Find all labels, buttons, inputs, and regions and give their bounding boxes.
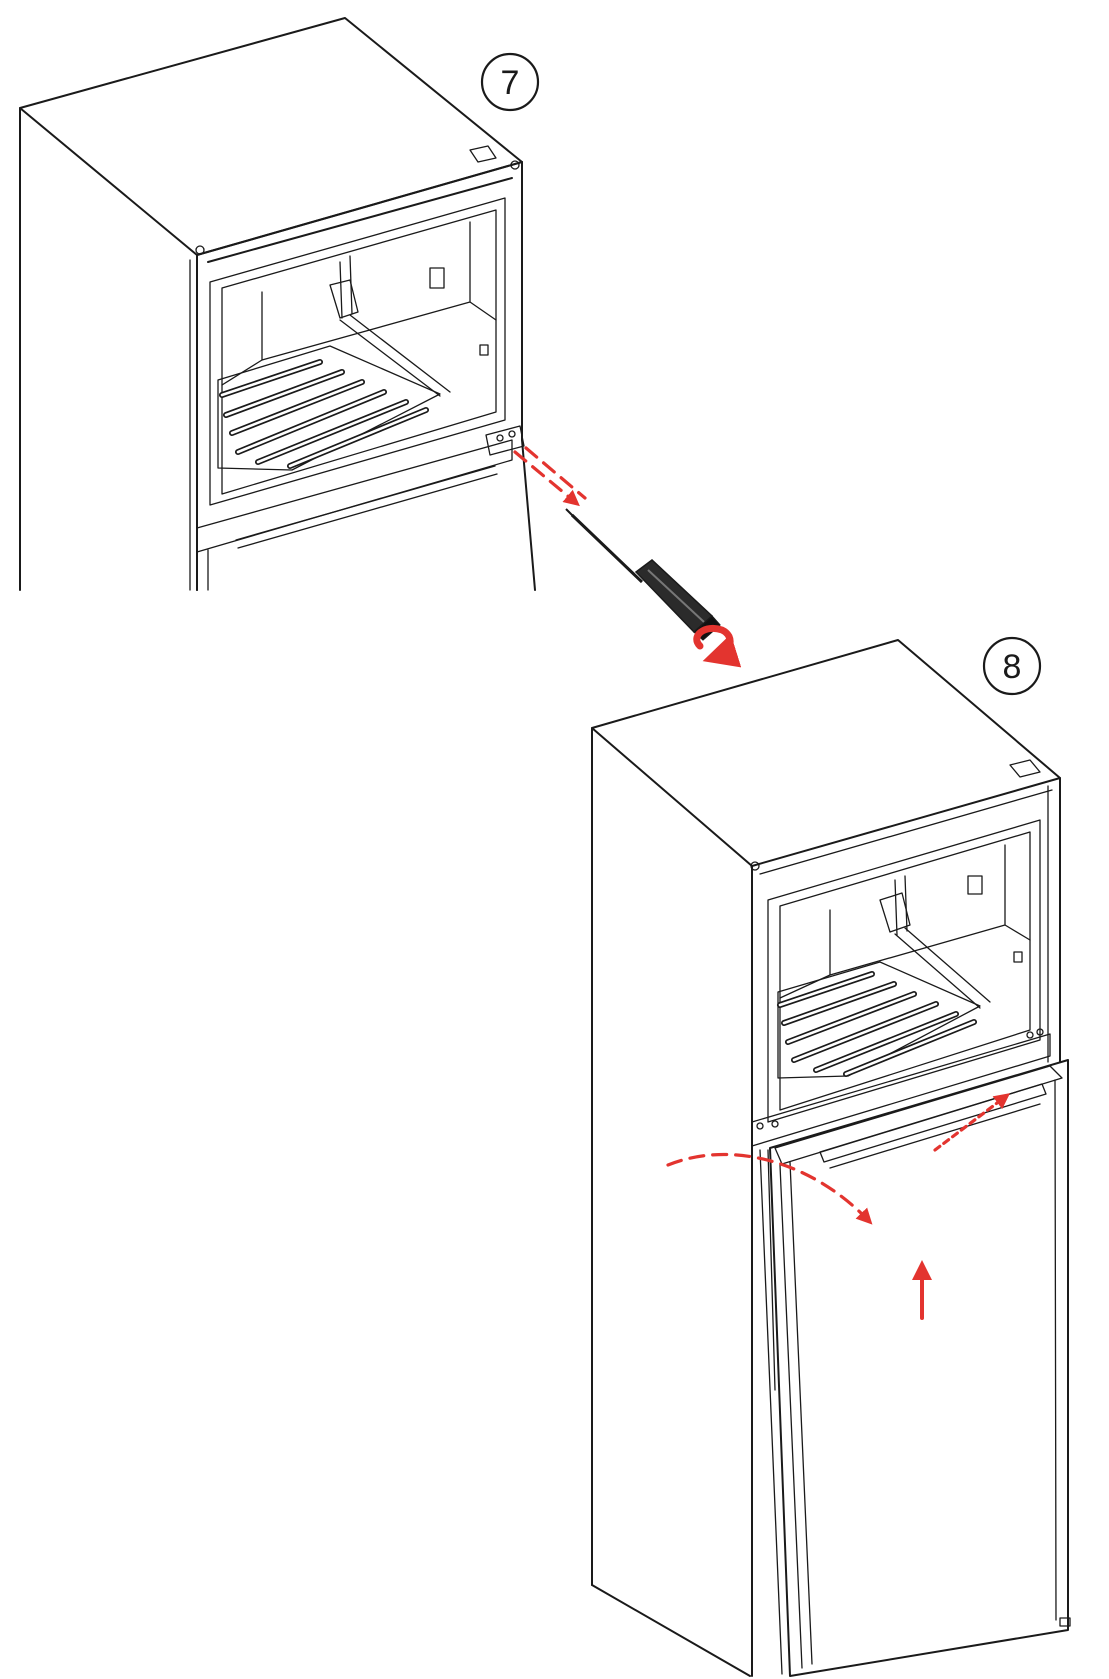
- step-8-shelf-wires: [777, 971, 977, 1077]
- step-8-door: [759, 1059, 1071, 1677]
- step-8-fridge: [591, 639, 1061, 1677]
- step-8-number: 8: [1003, 648, 1022, 686]
- step-7-badge: 7: [480, 52, 540, 112]
- step-7-screw-arrows: [513, 446, 587, 507]
- step-7-number: 7: [501, 64, 520, 102]
- rotate-arrow-icon: [693, 625, 742, 668]
- step-7-fridge: [19, 17, 536, 591]
- step-8-badge: 8: [982, 636, 1042, 696]
- screwdriver-icon: [565, 508, 721, 641]
- motion-arrow-icon: [666, 1093, 1011, 1320]
- step-7-shelf-wires: [219, 359, 429, 469]
